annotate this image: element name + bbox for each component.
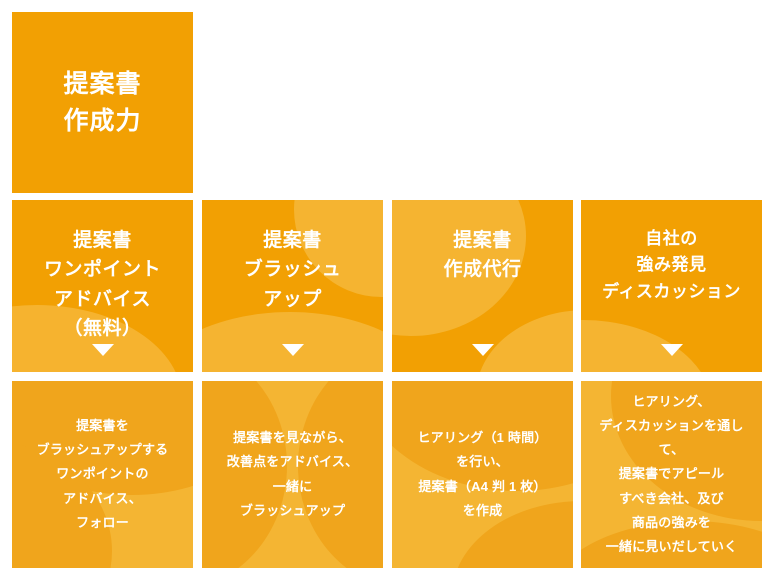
service-header-title-1: 提案書 ワンポイント アドバイス （無料） — [43, 230, 161, 340]
service-detail-text-4: ヒアリング、 ディスカッションを通して、 提案書でアピール すべき会社、及び 商… — [599, 394, 744, 554]
service-header-card-4[interactable]: 自社の 強み発見 ディスカッション — [581, 200, 762, 372]
service-header-title-2: 提案書 ブラッシュ アップ — [243, 230, 342, 310]
service-header-inner-4: 自社の 強み発見 ディスカッション — [581, 200, 762, 372]
service-detail-card-3: ヒアリング（1 時間） を行い、 提案書（A4 判 1 枚） を作成 — [392, 381, 573, 568]
service-detail-text-2: 提案書を見ながら、 改善点をアドバイス、 一緒に ブラッシュアップ — [226, 430, 359, 518]
service-header-card-2[interactable]: 提案書 ブラッシュ アップ — [202, 200, 383, 372]
triangle-down-icon — [471, 344, 494, 356]
triangle-down-icon — [91, 344, 114, 356]
service-header-card-3[interactable]: 提案書 作成代行 — [392, 200, 573, 372]
service-detail-card-4: ヒアリング、 ディスカッションを通して、 提案書でアピール すべき会社、及び 商… — [581, 381, 762, 568]
service-header-title-3: 提案書 作成代行 — [443, 230, 522, 281]
service-detail-text-3: ヒアリング（1 時間） を行い、 提案書（A4 判 1 枚） を作成 — [417, 430, 548, 518]
hero-title: 提案書 作成力 — [63, 70, 142, 135]
triangle-down-icon — [281, 344, 304, 356]
service-detail-inner-3: ヒアリング（1 時間） を行い、 提案書（A4 判 1 枚） を作成 — [392, 381, 573, 568]
service-detail-text-1: 提案書を ブラッシュアップする ワンポイントの アドバイス、 フォロー — [36, 418, 169, 530]
triangle-down-icon — [660, 344, 683, 356]
service-detail-inner-1: 提案書を ブラッシュアップする ワンポイントの アドバイス、 フォロー — [12, 381, 193, 568]
service-detail-card-1: 提案書を ブラッシュアップする ワンポイントの アドバイス、 フォロー — [12, 381, 193, 568]
hero-card: 提案書 作成力 — [12, 12, 193, 193]
service-detail-inner-4: ヒアリング、 ディスカッションを通して、 提案書でアピール すべき会社、及び 商… — [581, 381, 762, 568]
service-header-title-4: 自社の 強み発見 ディスカッション — [602, 229, 741, 301]
service-header-card-1[interactable]: 提案書 ワンポイント アドバイス （無料） — [12, 200, 193, 372]
service-detail-card-2: 提案書を見ながら、 改善点をアドバイス、 一緒に ブラッシュアップ — [202, 381, 383, 568]
hero-card-inner: 提案書 作成力 — [12, 12, 193, 193]
service-detail-inner-2: 提案書を見ながら、 改善点をアドバイス、 一緒に ブラッシュアップ — [202, 381, 383, 568]
